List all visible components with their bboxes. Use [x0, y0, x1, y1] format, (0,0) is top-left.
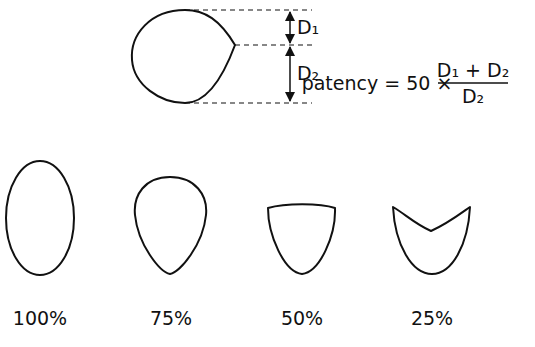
- fraction-numerator: D₁ + D₂: [437, 60, 510, 81]
- dimension-arrow: [289, 47, 291, 101]
- percent-label: 100%: [13, 308, 67, 329]
- percent-label: 25%: [411, 308, 453, 329]
- vessel-100: [6, 161, 74, 275]
- dimension-label: D₁: [297, 17, 319, 38]
- vessel-25: [393, 207, 470, 274]
- dimension-arrow: [289, 12, 291, 43]
- vessel-50: [268, 204, 335, 274]
- vessel-75: [135, 177, 206, 274]
- formula-text: patency = 50 ×: [302, 73, 453, 94]
- percent-label: 75%: [150, 308, 192, 329]
- dashed-guide: [185, 10, 312, 103]
- vessel-section: [132, 10, 235, 103]
- percent-label: 50%: [281, 308, 323, 329]
- fraction-denominator: D₂: [462, 86, 484, 107]
